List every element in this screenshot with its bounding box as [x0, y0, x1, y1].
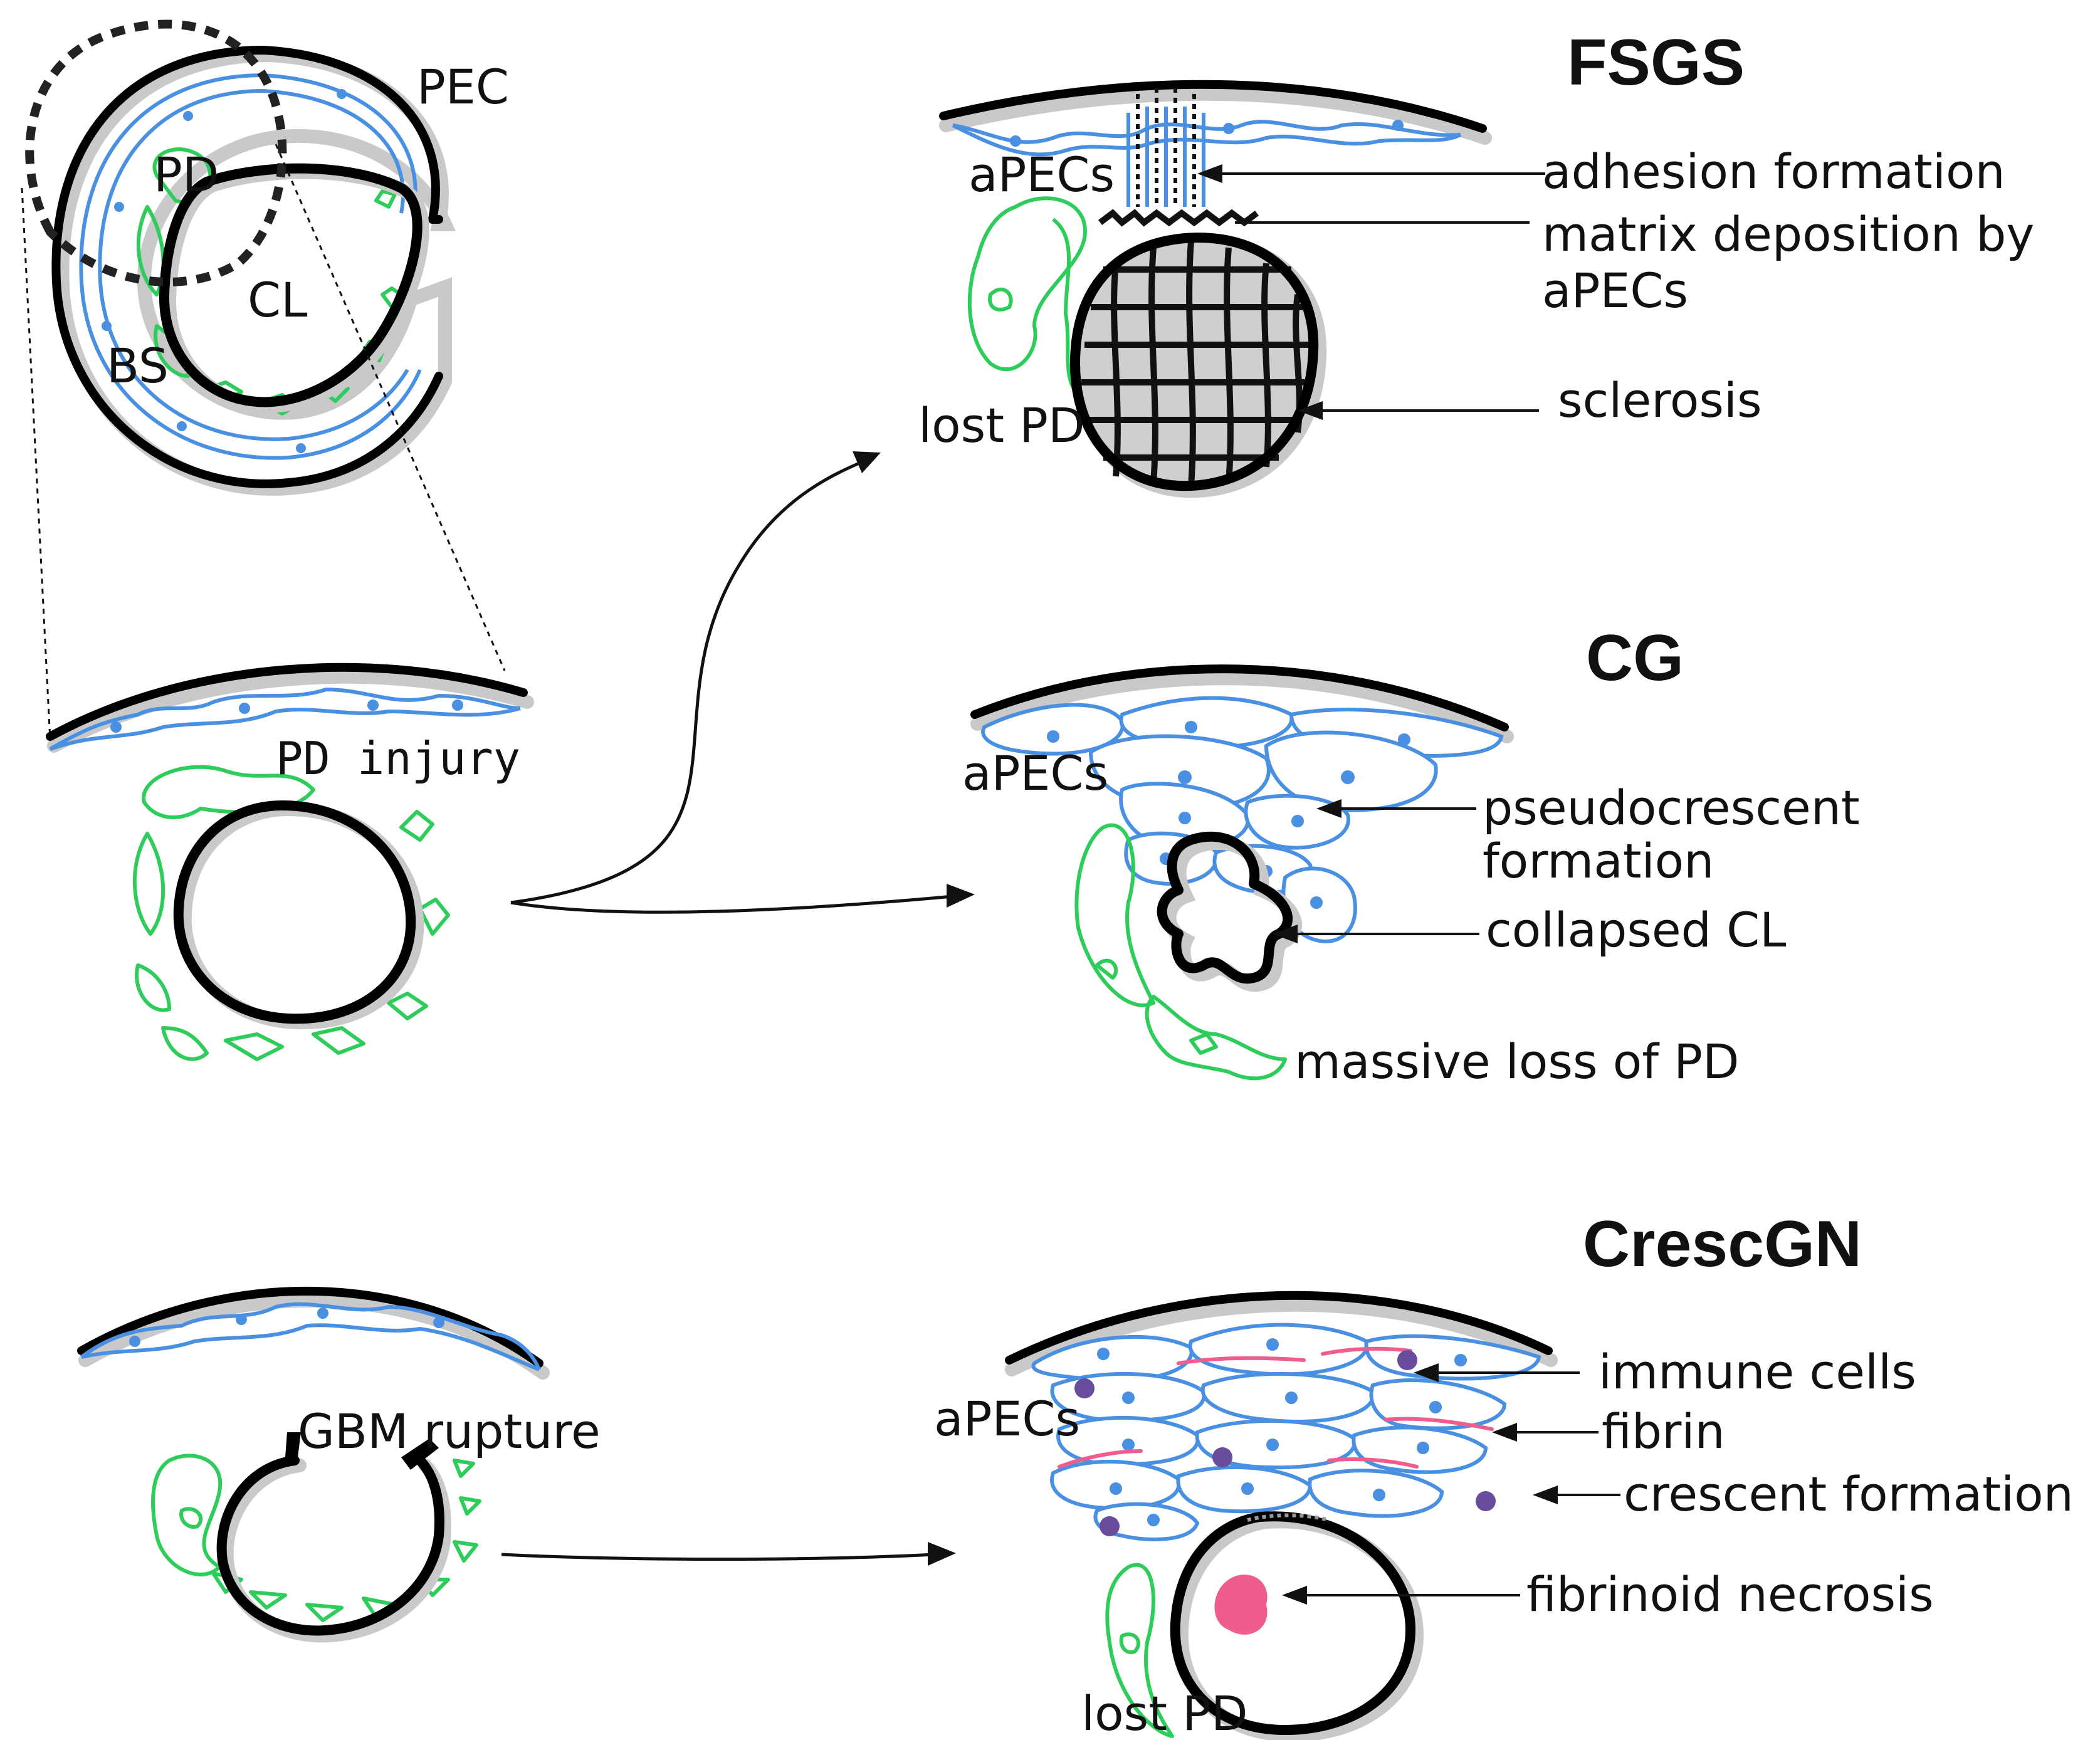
cg-title: CG: [1586, 622, 1684, 694]
pd-injury-panel: PD injury: [46, 663, 534, 1061]
fibrinoid-necrosis-label: fibrinoid necrosis: [1526, 1566, 1934, 1622]
gbm-rupture-label: GBM rupture: [298, 1403, 601, 1459]
adhesion-formation-label: adhesion formation: [1542, 144, 2005, 199]
matrix-deposition-label-2: aPECs: [1542, 263, 1688, 318]
pseudocrescent-label: pseudocrescent: [1483, 780, 1860, 836]
crescent-cells: [1031, 1323, 1541, 1541]
gbm-rupture-panel: GBM rupture: [77, 1286, 601, 1643]
crescgn-panel: CrescGN: [934, 1208, 2074, 1740]
adhesion-strands: [1126, 88, 1205, 207]
pd-injury-label: PD injury: [276, 732, 520, 785]
pathway-arrows: [501, 451, 975, 1566]
sclerosis-label: sclerosis: [1558, 372, 1762, 428]
crescgn-apecs-label: aPECs: [934, 1391, 1080, 1447]
immune-cells-label: immune cells: [1599, 1344, 1916, 1400]
crescent-formation-label: crescent formation: [1624, 1466, 2074, 1522]
immune-cells: [1074, 1350, 1496, 1536]
pseudocrescent-cells: [981, 696, 1504, 943]
fsgs-lost-pd-label: lost PD: [918, 397, 1085, 453]
pd-label: PD: [154, 147, 219, 202]
cl-label: CL: [248, 272, 307, 328]
fibrin-strands: [1058, 1346, 1494, 1469]
crescgn-lost-pd-label: lost PD: [1081, 1685, 1248, 1740]
fsgs-panel: FSGS aPECs lost PD adhesion formation ma…: [918, 26, 2034, 498]
massive-loss-label: massive loss of PD: [1294, 1034, 1740, 1089]
collapsed-cl-label: collapsed CL: [1486, 902, 1787, 958]
pec-label: PEC: [417, 59, 509, 115]
fsgs-title: FSGS: [1567, 26, 1745, 99]
normal-glomerulus: PEC PD CL BS: [21, 19, 509, 740]
fsgs-apecs-label: aPECs: [969, 147, 1115, 202]
matrix-deposition-label: matrix deposition by: [1542, 206, 2034, 262]
bs-label: BS: [107, 338, 169, 394]
cg-apecs-label: aPECs: [962, 745, 1108, 801]
cg-panel: CG: [962, 622, 1860, 1089]
pseudocrescent-label-2: formation: [1483, 833, 1714, 889]
fibrin-label: fibrin: [1602, 1403, 1725, 1459]
crescgn-title: CrescGN: [1583, 1208, 1862, 1281]
sclerosis-hatch: [1081, 241, 1310, 486]
